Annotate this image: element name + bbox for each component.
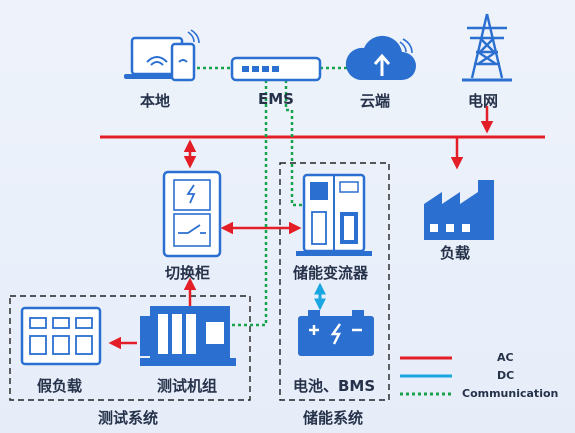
grid-label: 电网 (468, 92, 499, 110)
test-system-label: 测试系统 (98, 409, 159, 427)
ems-pcs-comm-line (284, 80, 302, 207)
battery-icon (298, 310, 374, 356)
local-label: 本地 (140, 92, 171, 110)
legend-comm-label: Communication (462, 387, 559, 400)
dummy-load-icon (20, 306, 102, 366)
legend-dc-label: DC (497, 369, 515, 382)
cloud-icon (345, 35, 416, 80)
test-system-group-box (9, 295, 251, 401)
factory-icon (424, 180, 494, 240)
ems-genset-comm-line (232, 80, 268, 327)
storage-system-label: 储能系统 (303, 409, 364, 427)
cloud-label: 云端 (360, 92, 391, 110)
test-genset-label: 测试机组 (157, 377, 218, 395)
ems-label: EMS (258, 90, 294, 108)
phone-icon (170, 29, 200, 82)
dummy-load-label: 假负载 (37, 377, 83, 395)
generator-set-icon (140, 306, 236, 366)
power-tower-icon (462, 13, 512, 82)
pcs-cabinet-icon (296, 173, 372, 256)
storage-system-group-box (279, 162, 390, 401)
pcs-label: 储能变流器 (293, 264, 369, 282)
legend-ac-label: AC (497, 351, 514, 364)
ems-router-icon (230, 56, 322, 82)
switch-cabinet-label: 切换柜 (165, 264, 211, 282)
switch-cabinet-icon (162, 170, 222, 258)
battery-bms-label: 电池、BMS (293, 377, 376, 395)
load-label: 负载 (440, 244, 471, 262)
